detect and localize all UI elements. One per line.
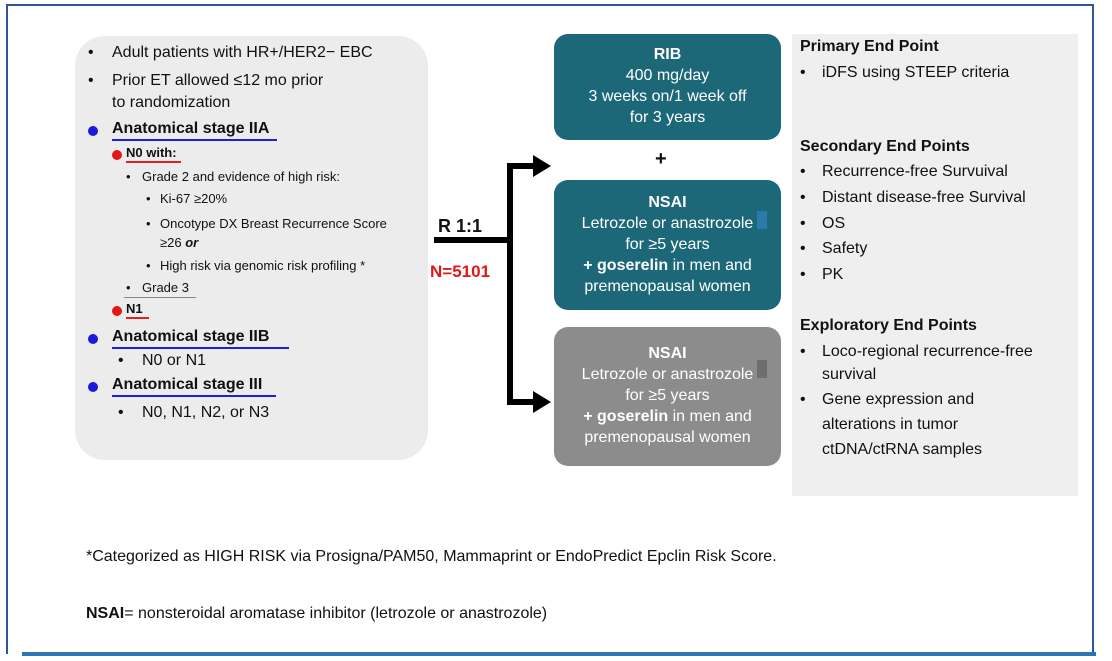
secondary-endpoint-item: •Safety [800,240,868,257]
arm-nsai-combo-title: NSAI [648,194,687,211]
exploratory-endpoint-item-cont: ctDNA/ctRNA samples [822,441,983,458]
eligibility-panel [75,36,428,460]
arm-nsai-alone-duration: for ≥5 years [625,387,710,404]
bullet: • [118,352,124,369]
stage-IIB-heading: Anatomical stage IIB [112,328,290,349]
endpoints-panel: Primary End Point •iDFS using STEEP crit… [792,34,1078,496]
arm-nsai-combo-drug: Letrozole or anastrozole [581,215,754,232]
secondary-endpoint-item: •PK [800,266,844,283]
grade2-item: Grade 2 and evidence of high risk: [142,169,341,184]
arm-nsai-alone-population: premenopausal women [584,429,751,446]
arm-rib: RIB 400 mg/day 3 weeks on/1 week off for… [554,34,781,140]
arm-rib-schedule: 3 weeks on/1 week off [588,88,747,105]
arrow-lower-head [533,391,551,413]
n1-label: N1 [126,301,149,319]
bullet: • [118,404,124,421]
arm-nsai-alone-title: NSAI [648,345,687,362]
stage-III-item: N0, N1, N2, or N3 [142,404,270,421]
secondary-endpoints-heading: Secondary End Points [800,138,970,155]
bottom-rule [22,652,1096,656]
eligibility-item-1: Adult patients with HR+/HER2− EBC [112,44,373,61]
arm-nsai-combo-goserelin: + goserelin in men and [583,257,752,274]
oncotype-threshold: ≥26 or [160,235,199,250]
sample-size: N=5101 [430,262,491,281]
arm-nsai-alone-drug: Letrozole or anastrozole [581,366,754,383]
eligibility-item-2-cont: to randomization [112,94,231,111]
n0-with-label: N0 with: [126,145,181,163]
secondary-endpoint-item: •Recurrence-free Survuival [800,163,1008,180]
marker-square [757,360,767,378]
stage-IIB-item: N0 or N1 [142,352,207,369]
arm-rib-dose: 400 mg/day [625,67,710,84]
plus-sign: + [655,148,667,170]
arm-rib-title: RIB [653,46,682,63]
arm-nsai-alone: NSAI Letrozole or anastrozole for ≥5 yea… [554,327,781,466]
oncotype-item: Oncotype DX Breast Recurrence Score [160,216,387,231]
arm-nsai-combo-population: premenopausal women [584,278,751,295]
bullet: • [146,191,151,206]
blue-dot [88,382,98,392]
primary-endpoint-item: •iDFS using STEEP criteria [800,64,1010,81]
genomic-item: High risk via genomic risk profiling * [160,258,366,273]
red-dot [112,150,122,160]
stage-III-heading: Anatomical stage III [112,376,277,397]
marker-square [757,211,767,229]
grade3-item: Grade 3 [142,280,189,295]
secondary-endpoint-item: •OS [800,215,846,232]
bullet: • [126,280,131,295]
bullet: • [146,258,151,273]
exploratory-endpoint-item: •Gene expression and [800,391,975,408]
slide-frame [6,4,1094,654]
bullet: • [146,216,151,231]
exploratory-endpoint-item: •Loco-regional recurrence-free [800,343,1033,360]
arm-nsai-combo-duration: for ≥5 years [625,236,710,253]
footnote-abbreviation: NSAI= nonsteroidal aromatase inhibitor (… [86,605,548,622]
arm-rib-duration: for 3 years [629,109,706,126]
stage-IIA-heading: Anatomical stage IIA [112,120,278,141]
exploratory-endpoint-item-cont: survival [822,366,877,383]
exploratory-endpoints-heading: Exploratory End Points [800,317,977,334]
bullet: • [126,169,131,184]
exploratory-endpoint-item-cont: alterations in tumor [822,416,959,433]
blue-dot [88,334,98,344]
eligibility-item-2: Prior ET allowed ≤12 mo prior [112,72,324,89]
arm-nsai-combo: NSAI Letrozole or anastrozole for ≥5 yea… [554,180,781,310]
bullet: • [88,72,94,89]
arrow-upper-head [533,155,551,177]
secondary-endpoint-item: •Distant disease-free Survival [800,189,1026,206]
randomization-ratio: R 1:1 [438,216,483,236]
footnote-high-risk: *Categorized as HIGH RISK via Prosigna/P… [86,548,777,565]
bullet: • [88,44,94,61]
blue-dot [88,126,98,136]
ki67-item: Ki-67 ≥20% [160,191,228,206]
arm-nsai-alone-goserelin: + goserelin in men and [583,408,752,425]
divider [124,297,196,298]
primary-endpoint-heading: Primary End Point [800,38,939,55]
red-dot [112,306,122,316]
